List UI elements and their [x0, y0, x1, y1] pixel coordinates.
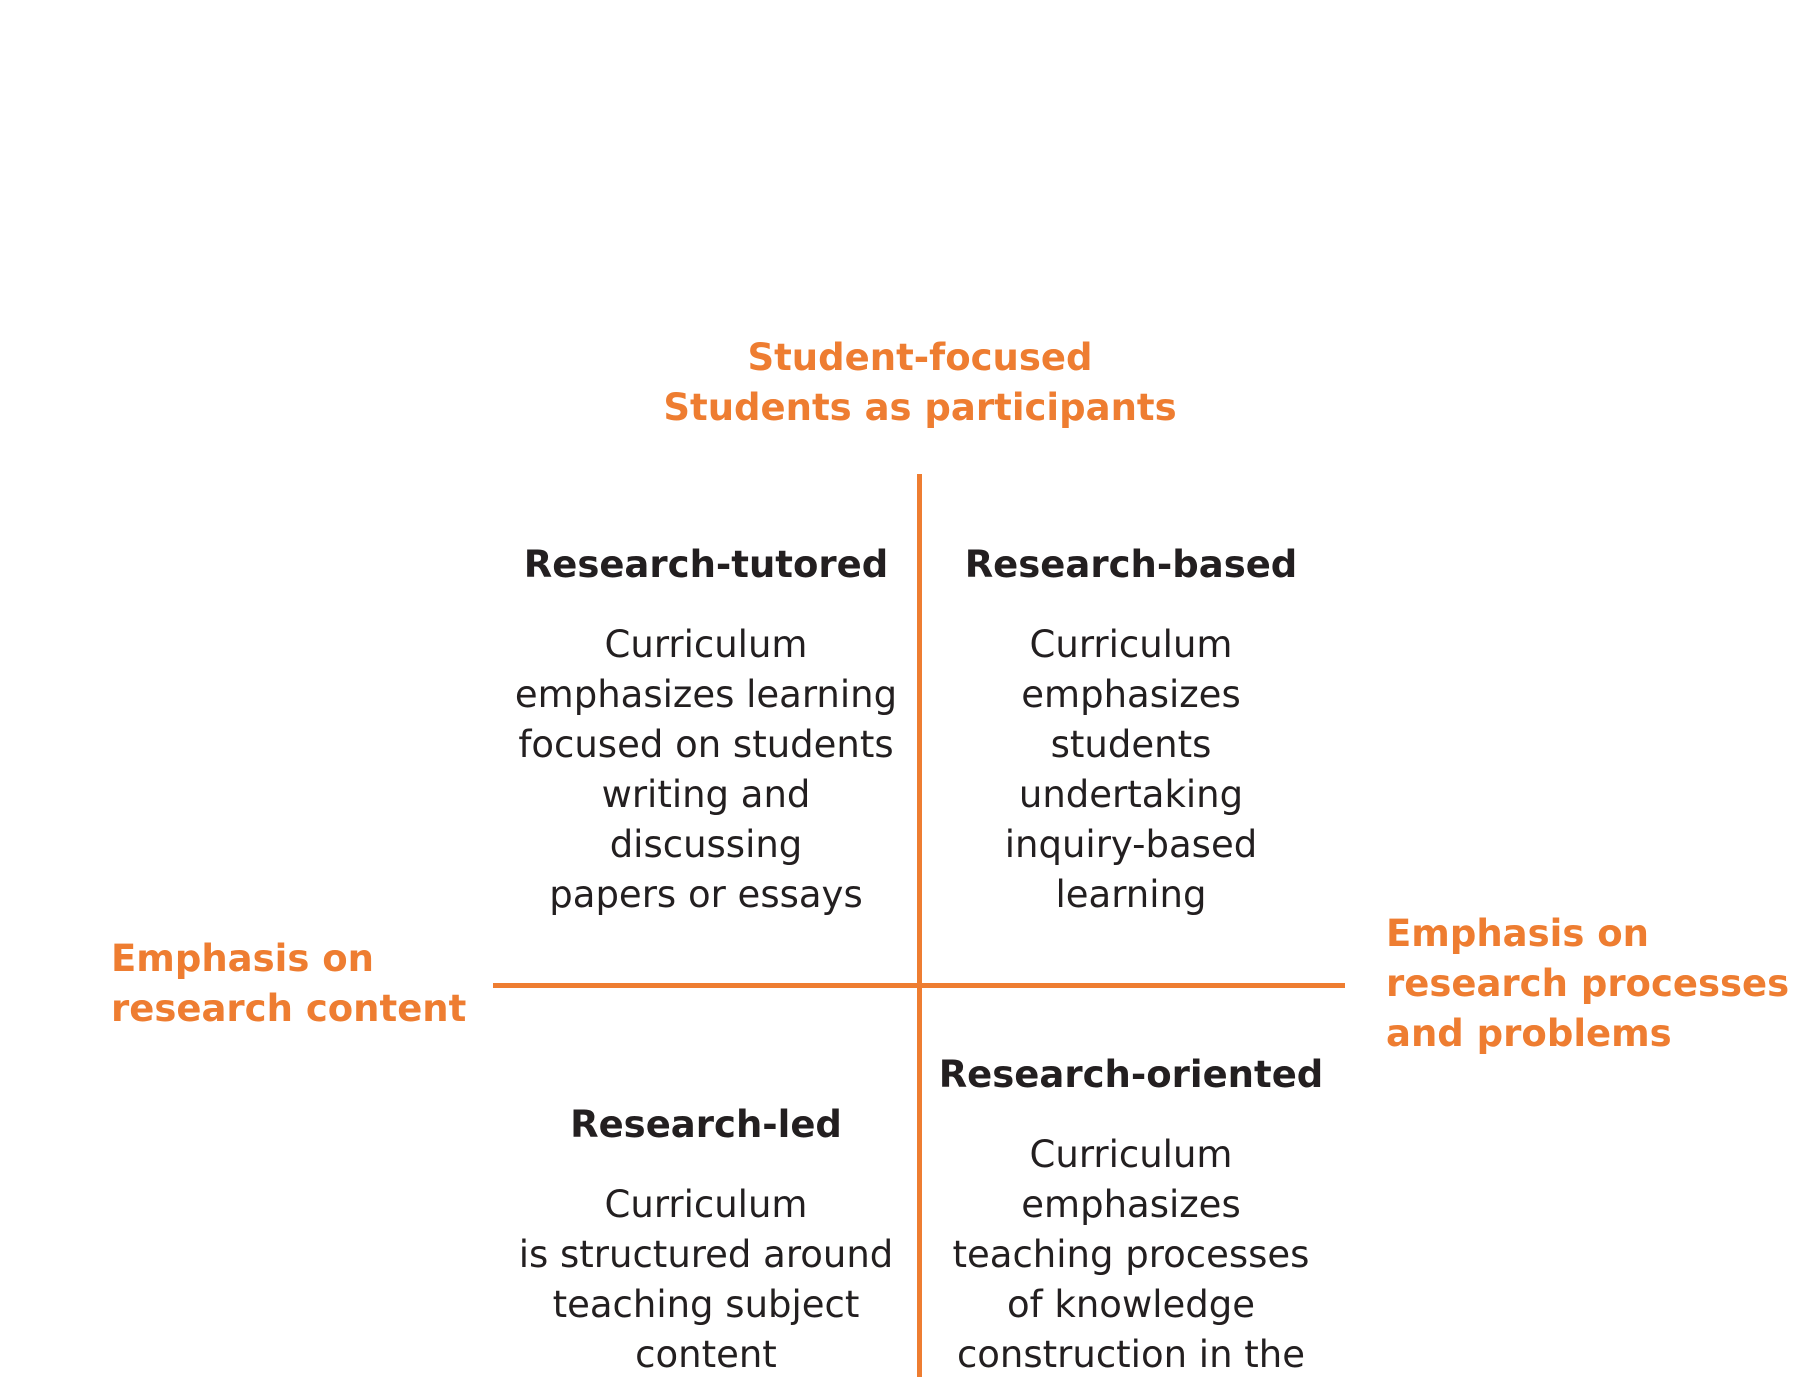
- description-line: learning: [1055, 873, 1207, 916]
- axis-label-line: Emphasis on: [1386, 912, 1649, 955]
- axis-label-line: research content: [111, 987, 467, 1030]
- description-line: is structured around: [518, 1233, 894, 1276]
- description-line: inquiry-based: [1004, 823, 1258, 866]
- quadrant-title: Research-tutored: [523, 543, 889, 586]
- axis-label-research-processes: Emphasis on research processes and probl…: [1386, 909, 1789, 1059]
- description-line: papers or essays: [549, 873, 863, 916]
- description-line: discussing: [609, 823, 803, 866]
- axis-label-line: Student-focused: [747, 336, 1093, 379]
- description-line: writing and: [601, 773, 811, 816]
- quadrant-research-tutored: Research-tutored Curriculum emphasizes l…: [486, 540, 926, 920]
- quadrant-research-oriented: Research-oriented Curriculum emphasizes …: [911, 1050, 1351, 1380]
- quadrant-description: Curriculum emphasizes students undertaki…: [911, 620, 1351, 920]
- axis-label-line: Students as participants: [663, 386, 1177, 429]
- description-line: Curriculum: [604, 623, 808, 666]
- description-line: students: [1050, 723, 1212, 766]
- quadrant-title: Research-oriented: [938, 1053, 1324, 1096]
- description-line: teaching subject: [552, 1283, 860, 1326]
- description-line: Curriculum: [1029, 623, 1233, 666]
- description-line: emphasizes: [1021, 673, 1241, 716]
- axis-label-research-content: Emphasis on research content: [111, 934, 466, 1034]
- quadrant-title: Research-led: [570, 1103, 842, 1146]
- quadrant-research-based: Research-based Curriculum emphasizes stu…: [911, 540, 1351, 920]
- vertical-axis-line: [917, 474, 922, 1377]
- description-line: Curriculum: [604, 1183, 808, 1226]
- axis-label-student-focused: Student-focused Students as participants: [520, 333, 1320, 433]
- quadrant-description: Curriculum emphasizes teaching processes…: [911, 1130, 1351, 1380]
- axis-label-line: Emphasis on: [111, 937, 374, 980]
- description-line: construction in the: [956, 1333, 1306, 1376]
- description-line: content: [635, 1333, 777, 1376]
- quadrant-research-led: Research-led Curriculum is structured ar…: [486, 1100, 926, 1380]
- quadrant-description: Curriculum is structured around teaching…: [486, 1180, 926, 1380]
- description-line: Curriculum: [1029, 1133, 1233, 1176]
- description-line: focused on students: [518, 723, 894, 766]
- axis-label-line: and problems: [1386, 1012, 1672, 1055]
- description-line: undertaking: [1018, 773, 1244, 816]
- description-line: emphasizes learning: [514, 673, 898, 716]
- quadrant-description: Curriculum emphasizes learning focused o…: [486, 620, 926, 920]
- quadrant-title: Research-based: [964, 543, 1298, 586]
- description-line: of knowledge: [1007, 1283, 1255, 1326]
- horizontal-axis-line: [493, 983, 1345, 988]
- axis-label-line: research processes: [1386, 962, 1790, 1005]
- description-line: teaching processes: [952, 1233, 1310, 1276]
- description-line: emphasizes: [1021, 1183, 1241, 1226]
